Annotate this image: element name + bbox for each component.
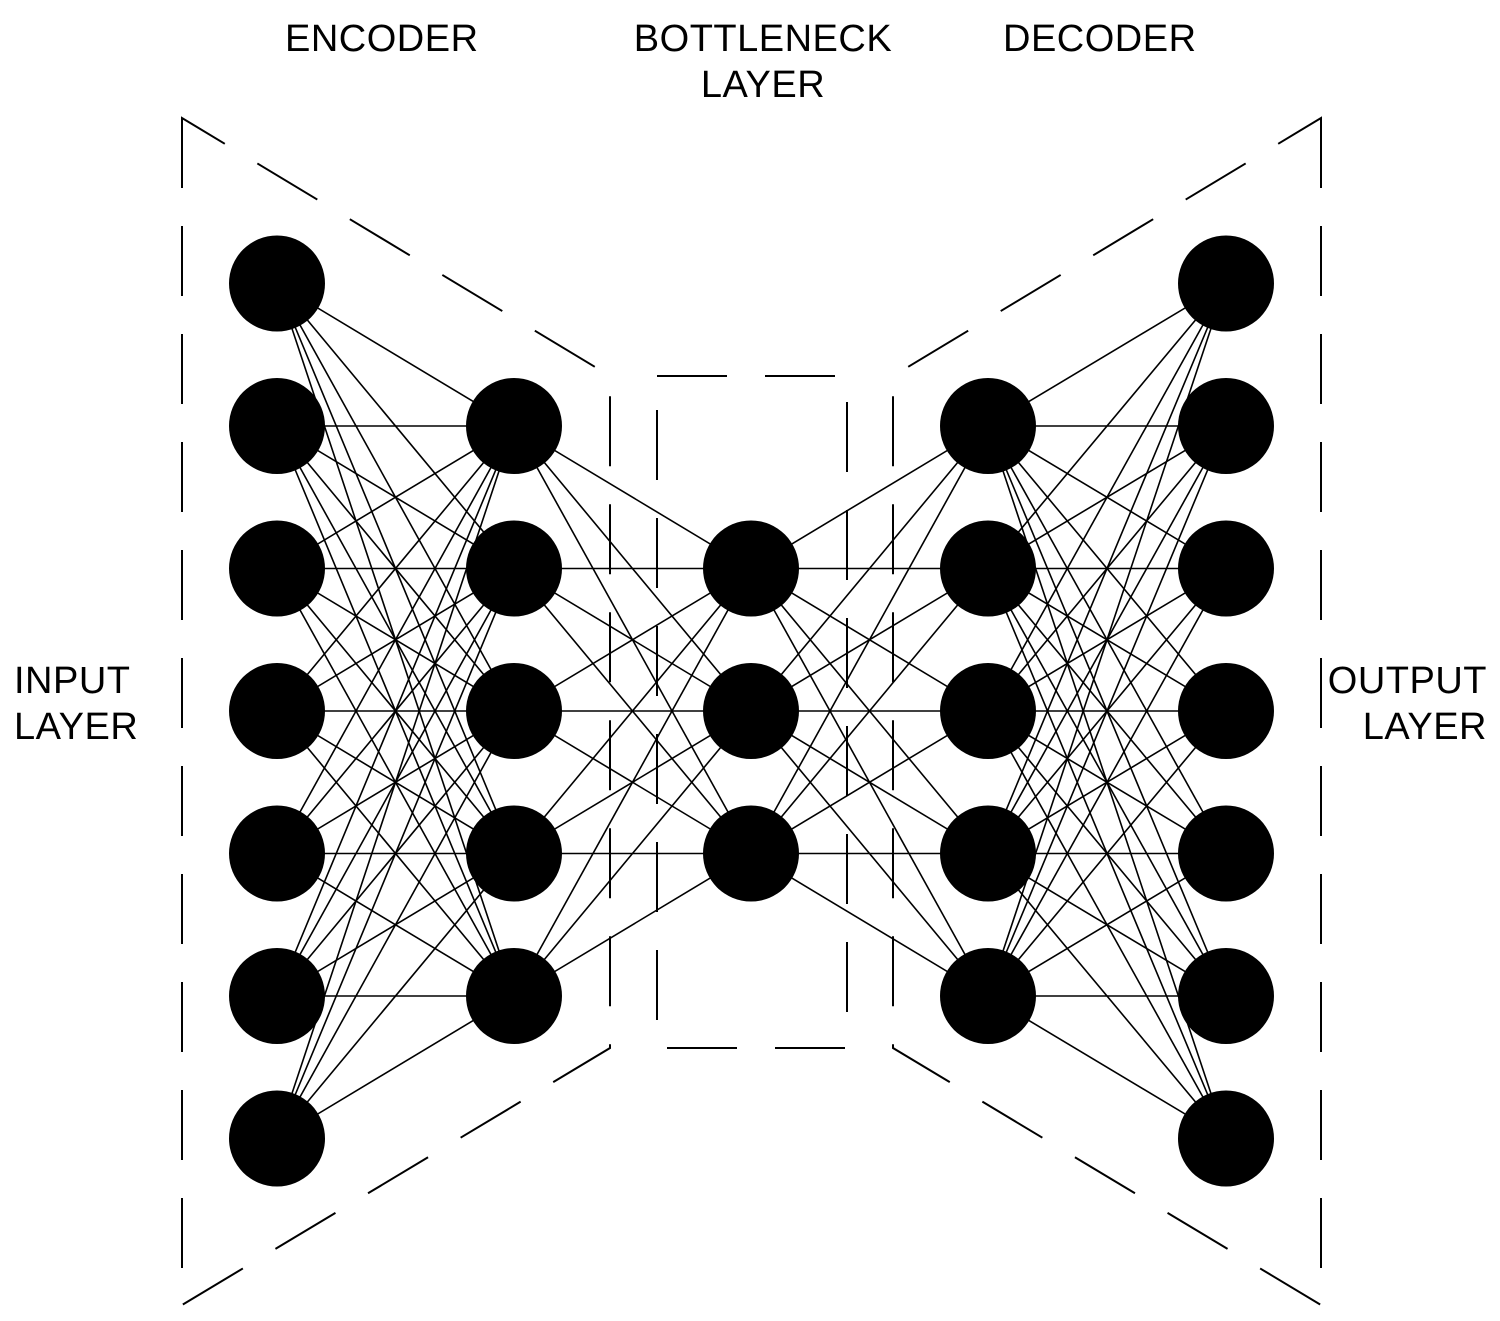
edge-encoder-hidden-5-to-bottleneck-1 — [513, 568, 752, 997]
edge-decoder-hidden-4-to-output-1 — [987, 283, 1227, 854]
node-input-1 — [229, 235, 325, 332]
bottleneck-label-line2: LAYER — [700, 64, 826, 106]
edge-decoder-hidden-5-to-output-1 — [987, 283, 1227, 997]
node-input-3 — [229, 520, 325, 617]
edge-input-7-to-encoder-hidden-4 — [276, 852, 515, 1140]
output-label-line2: LAYER — [1362, 706, 1487, 748]
output-label-line1: OUTPUT — [1327, 660, 1487, 702]
node-decoder-hidden-2 — [940, 520, 1036, 617]
edge-bottleneck-3-to-decoder-hidden-1 — [750, 425, 989, 854]
node-encoder-hidden-5 — [466, 948, 562, 1044]
edge-input-7-to-encoder-hidden-3 — [276, 710, 515, 1139]
edge-encoder-hidden-4-to-bottleneck-1 — [513, 567, 752, 855]
decoder-frame — [892, 116, 1322, 1307]
edge-decoder-hidden-3-to-output-1 — [987, 283, 1227, 712]
bottleneck-label-line1: BOTTLENECK — [633, 18, 893, 60]
node-decoder-hidden-4 — [940, 805, 1036, 902]
neuron-nodes — [229, 235, 1274, 1187]
input-label-line1: INPUT — [14, 660, 131, 702]
edge-decoder-hidden-5-to-output-3 — [987, 568, 1227, 997]
edge-input-7-to-encoder-hidden-2 — [276, 568, 515, 1139]
encoder-frame — [181, 116, 611, 1307]
node-bottleneck-2 — [703, 663, 799, 759]
node-output-3 — [1178, 520, 1274, 617]
node-decoder-hidden-5 — [940, 948, 1036, 1044]
edge-encoder-hidden-5-to-bottleneck-2 — [513, 710, 752, 997]
edge-bottleneck-3-to-decoder-hidden-2 — [750, 567, 989, 855]
node-encoder-hidden-4 — [466, 805, 562, 902]
node-input-6 — [229, 948, 325, 1044]
edge-input-6-to-encoder-hidden-1 — [276, 425, 515, 997]
node-input-2 — [229, 378, 325, 474]
node-output-1 — [1178, 235, 1274, 332]
input-label-line2: LAYER — [14, 706, 139, 748]
bottleneck-label: BOTTLENECK LAYER — [628, 16, 898, 108]
node-input-4 — [229, 663, 325, 759]
edge-input-4-to-encoder-hidden-1 — [276, 425, 515, 712]
edge-decoder-hidden-5-to-output-4 — [987, 710, 1227, 997]
output-layer-label: OUTPUT LAYER — [1325, 658, 1487, 750]
edge-decoder-hidden-5-to-output-2 — [987, 425, 1227, 997]
node-input-5 — [229, 805, 325, 902]
node-bottleneck-3 — [703, 805, 799, 902]
node-decoder-hidden-1 — [940, 378, 1036, 474]
node-bottleneck-1 — [703, 520, 799, 617]
encoder-label: ENCODER — [285, 18, 479, 60]
node-input-7 — [229, 1090, 325, 1187]
node-output-2 — [1178, 378, 1274, 474]
edge-input-5-to-encoder-hidden-1 — [276, 425, 515, 854]
node-decoder-hidden-3 — [940, 663, 1036, 759]
node-output-4 — [1178, 663, 1274, 759]
edge-decoder-hidden-2-to-output-1 — [987, 282, 1227, 570]
decoder-label: DECODER — [1003, 18, 1197, 60]
input-layer-label: INPUT LAYER — [14, 658, 138, 750]
node-encoder-hidden-2 — [466, 520, 562, 617]
section-frames — [181, 116, 1322, 1307]
node-output-7 — [1178, 1090, 1274, 1187]
node-output-6 — [1178, 948, 1274, 1044]
edge-bottleneck-2-to-decoder-hidden-1 — [750, 425, 989, 712]
node-encoder-hidden-1 — [466, 378, 562, 474]
node-encoder-hidden-3 — [466, 663, 562, 759]
bottleneck-frame — [656, 375, 848, 1049]
edge-input-7-to-encoder-hidden-1 — [276, 425, 515, 1139]
node-output-5 — [1178, 805, 1274, 902]
